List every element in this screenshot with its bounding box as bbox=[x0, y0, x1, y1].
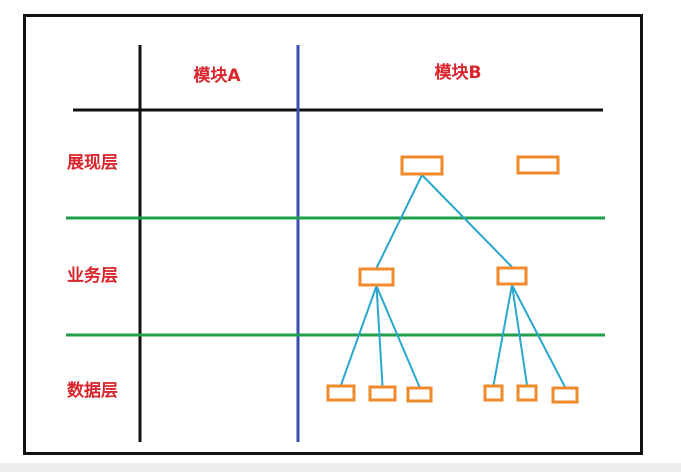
column-label-module-b: 模块B bbox=[434, 63, 482, 83]
node-business-0 bbox=[358, 267, 395, 287]
node-presentation-0 bbox=[400, 155, 444, 176]
connector-presentation-0-to-business-1 bbox=[421, 174, 513, 268]
tree-nodes bbox=[326, 155, 579, 404]
connector-business-1-to-data-3 bbox=[492, 284, 513, 386]
node-business-1 bbox=[496, 266, 528, 286]
connector-presentation-0-to-business-0 bbox=[375, 174, 423, 269]
node-data-4 bbox=[516, 384, 538, 402]
connector-business-0-to-data-2 bbox=[375, 285, 421, 388]
column-label-module-a: 模块A bbox=[193, 66, 241, 86]
connector-business-1-to-data-5 bbox=[511, 284, 566, 388]
connector-business-1-to-data-4 bbox=[511, 284, 528, 386]
layer-label-presentation: 展现层 bbox=[67, 153, 118, 173]
layer-label-business: 业务层 bbox=[67, 266, 118, 286]
node-data-0 bbox=[326, 384, 356, 402]
node-data-1 bbox=[368, 385, 397, 402]
connector-business-0-to-data-0 bbox=[340, 285, 378, 386]
layer-label-data: 数据层 bbox=[67, 381, 118, 401]
node-data-3 bbox=[483, 384, 504, 402]
node-presentation-1 bbox=[516, 155, 560, 175]
tree-connectors bbox=[340, 174, 566, 388]
node-data-2 bbox=[406, 386, 433, 403]
node-data-5 bbox=[551, 386, 579, 404]
bottom-strip bbox=[0, 463, 681, 472]
diagram-frame bbox=[23, 14, 643, 455]
connector-business-0-to-data-1 bbox=[375, 285, 384, 387]
